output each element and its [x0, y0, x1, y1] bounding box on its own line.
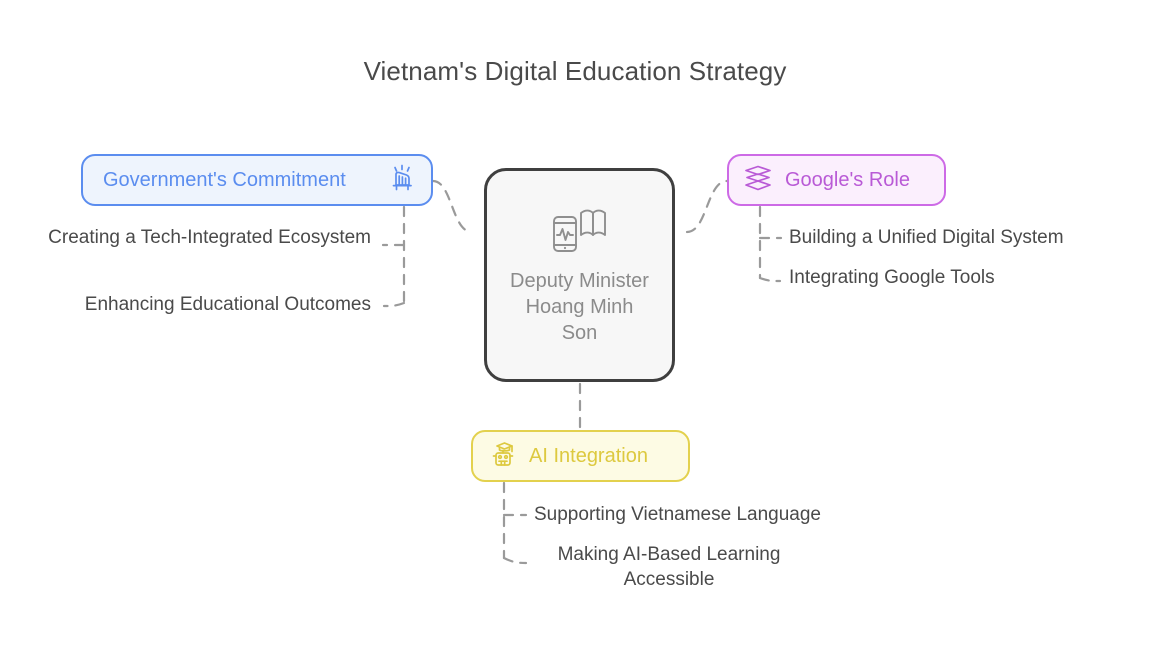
graduate-robot-icon [487, 439, 517, 474]
sub-item-ai-0: Supporting Vietnamese Language [534, 504, 821, 525]
edge-center-government [431, 179, 474, 234]
sub-item-google-0: Building a Unified Digital System [789, 227, 1064, 248]
pledge-fist-icon [387, 163, 417, 198]
branch-label-government: Government's Commitment [103, 168, 346, 191]
edge-google-item-1 [758, 276, 782, 283]
sub-item-government-0: Creating a Tech-Integrated Ecosystem [48, 227, 371, 248]
edge-ai-item-1 [502, 556, 528, 565]
sub-item-google-1: Integrating Google Tools [789, 267, 995, 288]
edge-center-google [685, 179, 729, 234]
mobile-book-icon [552, 205, 608, 258]
sub-item-government-1: Enhancing Educational Outcomes [84, 294, 371, 315]
sub-item-ai-1: Making AI-Based Learning Accessible [557, 544, 781, 590]
central-node-label: Deputy Minister Hoang Minh Son [510, 269, 649, 344]
branch-node-government[interactable]: Government's Commitment [81, 154, 433, 206]
central-node[interactable]: Deputy Minister Hoang Minh Son [484, 168, 675, 382]
branch-label-google: Google's Role [785, 168, 910, 191]
branch-node-google[interactable]: Google's Role [727, 154, 946, 206]
page-title: Vietnam's Digital Education Strategy [363, 56, 787, 86]
branch-label-ai: AI Integration [529, 444, 648, 467]
stacked-layers-icon [743, 163, 773, 198]
branch-node-ai[interactable]: AI Integration [471, 430, 690, 482]
edge-government-item-1 [382, 301, 406, 308]
